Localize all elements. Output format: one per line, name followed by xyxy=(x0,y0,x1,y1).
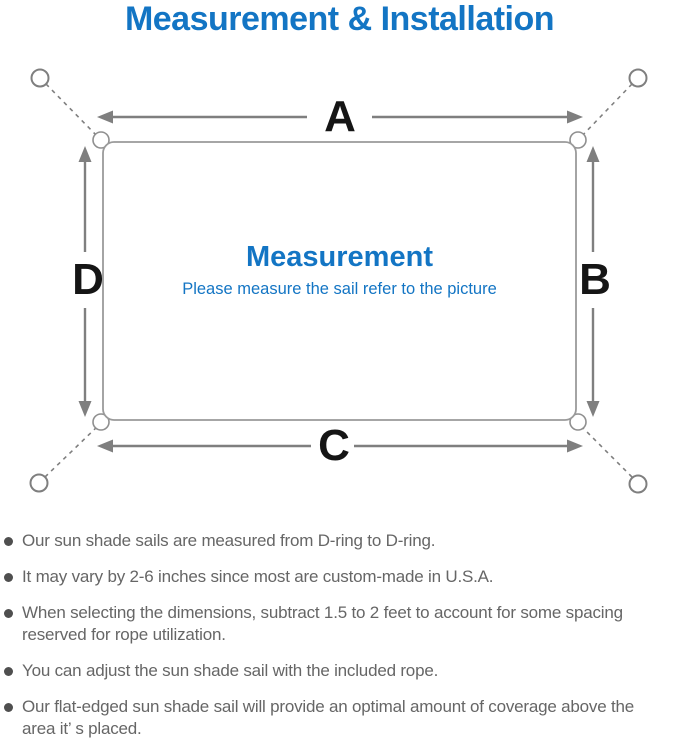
arrowhead-up-icon xyxy=(78,146,92,162)
arrowhead-up-icon xyxy=(586,146,600,162)
dimension-label-b: B xyxy=(579,255,611,304)
sail-center-text: Measurement Please measure the sail refe… xyxy=(103,241,576,299)
d-ring-icon-top-left xyxy=(92,131,110,149)
list-item: Our flat-edged sun shade sail will provi… xyxy=(4,696,666,739)
mounting-line-bottom-right xyxy=(579,424,633,478)
list-item: Our sun shade sails are measured from D-… xyxy=(4,530,666,552)
page-title: Measurement & Installation xyxy=(124,0,555,38)
list-item: When selecting the dimensions, subtract … xyxy=(4,602,666,646)
note-text: You can adjust the sun shade sail with t… xyxy=(22,661,439,680)
dimension-label-a: A xyxy=(324,92,356,141)
d-ring-icon-bottom-right xyxy=(569,413,587,431)
note-text: When selecting the dimensions, subtract … xyxy=(22,603,623,644)
list-item: It may vary by 2-6 inches since most are… xyxy=(4,566,666,588)
anchor-ring-icon-bottom-left xyxy=(29,473,49,493)
bullet-icon xyxy=(4,536,13,546)
anchor-ring-icon-bottom-right xyxy=(628,474,648,494)
dimension-label-d: D xyxy=(72,255,104,304)
measurement-subtitle: Please measure the sail refer to the pic… xyxy=(182,280,497,298)
note-text: Our sun shade sails are measured from D-… xyxy=(22,531,436,550)
arrowhead-left-icon xyxy=(97,439,113,453)
sail-outline xyxy=(102,141,577,421)
bullet-icon xyxy=(4,608,13,618)
mounting-line-top-right xyxy=(579,83,633,139)
mounting-line-top-left xyxy=(45,83,100,139)
note-text: It may vary by 2-6 inches since most are… xyxy=(22,567,494,586)
mounting-line-bottom-left xyxy=(44,424,100,478)
dimension-label-c: C xyxy=(318,421,350,470)
d-ring-icon-bottom-left xyxy=(92,413,110,431)
arrowhead-down-icon xyxy=(78,401,92,417)
arrowhead-left-icon xyxy=(97,110,113,124)
bullet-icon xyxy=(4,702,13,712)
notes-list: Our sun shade sails are measured from D-… xyxy=(4,530,666,739)
measurement-heading: Measurement xyxy=(246,241,433,273)
arrowhead-down-icon xyxy=(586,401,600,417)
d-ring-icon-top-right xyxy=(569,131,587,149)
bullet-icon xyxy=(4,572,13,582)
sail-measurement-diagram xyxy=(29,68,648,494)
bullet-icon xyxy=(4,666,13,676)
list-item: You can adjust the sun shade sail with t… xyxy=(4,660,666,682)
arrowhead-right-icon xyxy=(567,439,583,453)
anchor-ring-icon-top-right xyxy=(628,68,648,88)
anchor-ring-icon-top-left xyxy=(30,68,50,88)
note-text: Our flat-edged sun shade sail will provi… xyxy=(22,697,635,738)
arrowhead-right-icon xyxy=(567,110,583,124)
